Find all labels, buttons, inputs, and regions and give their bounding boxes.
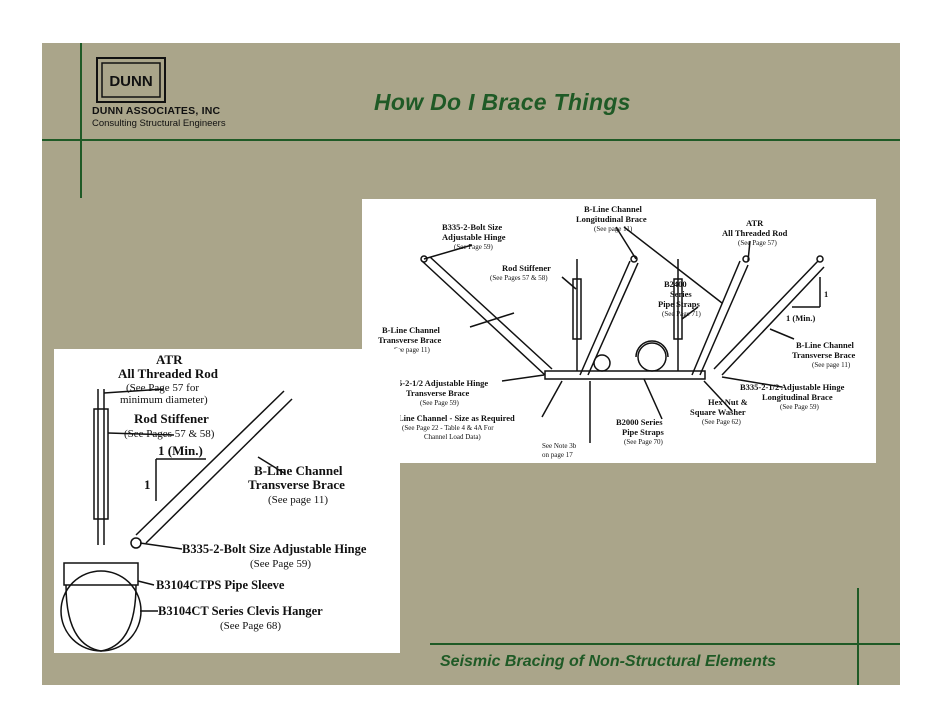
slide-background: DUNN DUNN ASSOCIATES, INC Consulting Str… bbox=[42, 43, 900, 685]
long-brace-ref: (See page 11) bbox=[594, 225, 633, 233]
atr-ref: (See Page 57) bbox=[738, 239, 778, 247]
stiff-ref: (See Pages 57 & 58) bbox=[490, 274, 548, 282]
footer-vertical-rule bbox=[857, 588, 859, 685]
adj-label-2: Transverse Brace bbox=[406, 388, 470, 398]
b2400-label-2: Series bbox=[670, 289, 692, 299]
footer-caption: Seismic Bracing of Non-Structural Elemen… bbox=[440, 653, 777, 670]
b335-label-1: B335-2-1/2 Adjustable Hinge bbox=[740, 382, 845, 392]
trans-left-label-2: Transverse Brace bbox=[378, 335, 442, 345]
left-sleeve-title: B3104CTPS Pipe Sleeve bbox=[156, 578, 285, 592]
left-channel-ref: (See page 11) bbox=[268, 494, 328, 506]
left-clevis-title: B3104CT Series Clevis Hanger bbox=[158, 604, 323, 618]
adj-label-1: 5-2-1/2 Adjustable Hinge bbox=[398, 378, 488, 388]
b335-ref: (See Page 59) bbox=[780, 403, 820, 411]
left-diagram-svg: ATR All Threaded Rod (See Page 57 for mi… bbox=[60, 352, 367, 652]
left-hinge-ref: (See Page 59) bbox=[250, 558, 311, 570]
logo-text: DUNN bbox=[109, 73, 152, 90]
b2000-label-2: Pipe Straps bbox=[622, 427, 664, 437]
page-title: How Do I Brace Things bbox=[374, 89, 631, 115]
left-atr-title: ATR bbox=[156, 352, 183, 367]
header-vertical-rule bbox=[80, 43, 82, 198]
slope-one: 1 bbox=[824, 289, 828, 299]
left-slope-label: 1 (Min.) bbox=[158, 443, 203, 458]
left-stiffener-title: Rod Stiffener bbox=[134, 411, 209, 426]
b2000-label-1: B2000 Series bbox=[616, 417, 663, 427]
chan-label-3: Channel Load Data) bbox=[424, 433, 481, 441]
left-channel-title2: Transverse Brace bbox=[248, 477, 345, 492]
long-brace-label-2: Longitudinal Brace bbox=[576, 214, 647, 224]
trans-right-label-2: Transverse Brace bbox=[792, 350, 856, 360]
company-tagline: Consulting Structural Engineers bbox=[92, 118, 226, 129]
atr-label-2: All Threaded Rod bbox=[722, 228, 788, 238]
trans-left-ref: See page 11) bbox=[394, 346, 431, 354]
left-stiffener-ref: (See Pages 57 & 58) bbox=[124, 428, 215, 440]
trans-right-ref: (See page 11) bbox=[812, 361, 851, 369]
left-hinge-title: B335-2-Bolt Size Adjustable Hinge bbox=[182, 542, 367, 556]
chan-label-1: Line Channel - Size as Required bbox=[398, 413, 515, 423]
left-atr-ref2: minimum diameter) bbox=[120, 394, 208, 406]
left-slope-one: 1 bbox=[144, 477, 151, 492]
left-atr-name: All Threaded Rod bbox=[118, 366, 219, 381]
hinge2-label-2: Adjustable Hinge bbox=[442, 232, 506, 242]
footer-rule bbox=[430, 643, 900, 645]
hex-label-2: Square Washer bbox=[690, 407, 746, 417]
b2400-label-1: B2400 bbox=[664, 279, 687, 289]
atr-label-1: ATR bbox=[746, 218, 764, 228]
note-label-1: See Note 3b bbox=[542, 442, 577, 450]
b2400-label-3: Pipe Straps bbox=[658, 299, 700, 309]
trans-left-label-1: B-Line Channel bbox=[382, 325, 440, 335]
b335-label-2: Longitudinal Brace bbox=[762, 392, 833, 402]
left-atr-ref1: (See Page 57 for bbox=[126, 382, 199, 394]
long-brace-label-1: B-Line Channel bbox=[584, 204, 642, 214]
left-clevis-diagram: ATR All Threaded Rod (See Page 57 for mi… bbox=[54, 349, 400, 653]
hinge2-label-1: B335-2-Bolt Size bbox=[442, 222, 502, 232]
right-bracing-diagram: B-Line Channel Longitudinal Brace (See p… bbox=[362, 199, 876, 463]
left-channel-title1: B-Line Channel bbox=[254, 463, 343, 478]
hex-label-1: Hex Nut & bbox=[708, 397, 748, 407]
left-clevis-ref: (See Page 68) bbox=[220, 620, 281, 632]
hex-ref: (See Page 62) bbox=[702, 418, 742, 426]
right-diagram-svg: B-Line Channel Longitudinal Brace (See p… bbox=[378, 204, 856, 459]
adj-ref: (See Page 59) bbox=[420, 399, 460, 407]
note-label-2: on page 17 bbox=[542, 451, 573, 459]
dunn-logo-icon: DUNN bbox=[96, 57, 166, 103]
chan-label-2: (See Page 22 - Table 4 & 4A For bbox=[402, 424, 494, 432]
b2000-ref: (See Page 70) bbox=[624, 438, 664, 446]
b2400-ref: (See Page 71) bbox=[662, 310, 702, 318]
trans-right-label-1: B-Line Channel bbox=[796, 340, 854, 350]
stiff-label: Rod Stiffener bbox=[502, 263, 551, 273]
hinge2-ref: (See Page 59) bbox=[454, 243, 494, 251]
header-rule bbox=[42, 139, 900, 141]
slope-min: 1 (Min.) bbox=[786, 313, 815, 323]
company-name: DUNN ASSOCIATES, INC bbox=[92, 105, 221, 117]
